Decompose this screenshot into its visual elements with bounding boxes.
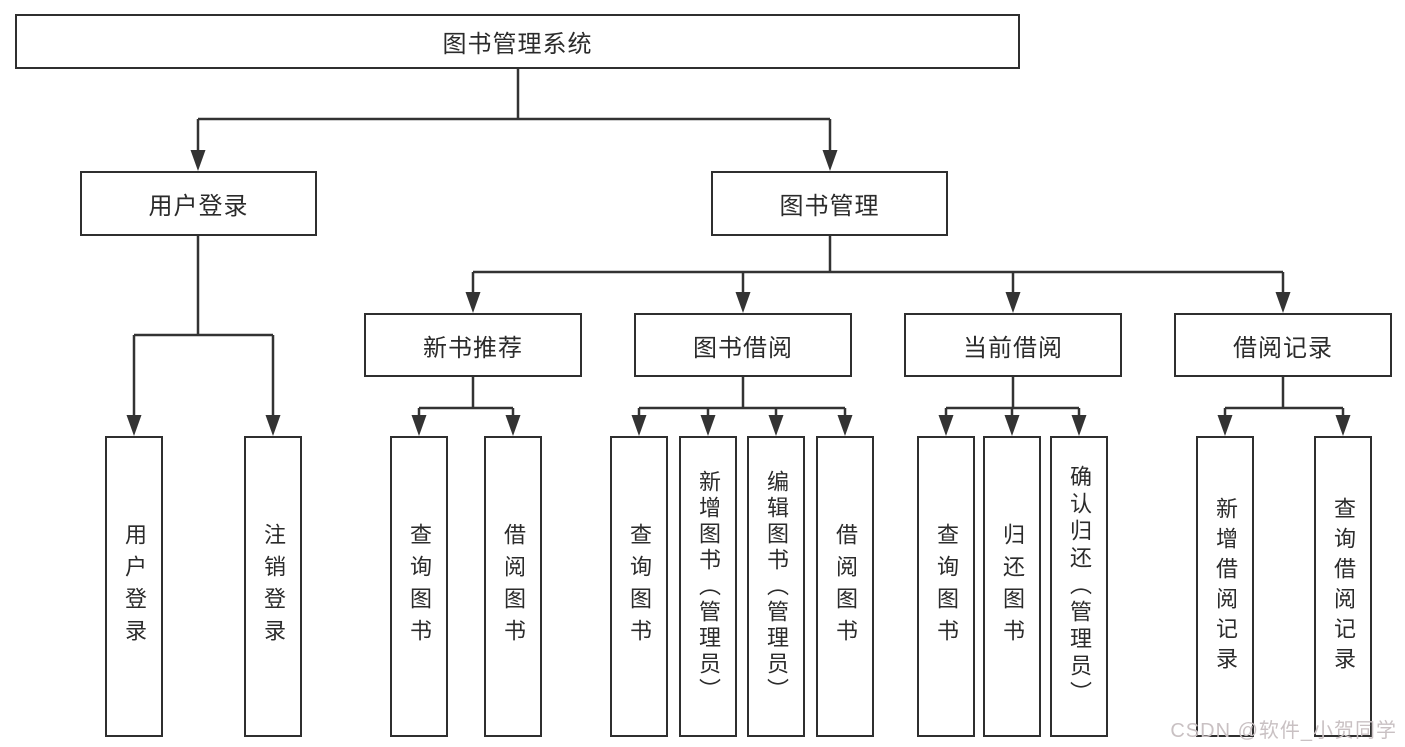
root-node-library-management-system: 图书管理系统 (15, 14, 1020, 69)
leaf-user-login: 用户登录 (105, 436, 163, 737)
node-new-book-recommend-label: 新书推荐 (423, 334, 523, 362)
node-user-login-label: 用户登录 (148, 193, 249, 220)
node-book-borrow: 图书借阅 (634, 313, 852, 377)
arrowheads (126, 150, 1351, 436)
leaf-logout: 注销登录 (244, 436, 302, 737)
leaf-query-book-borrow: 查询图书 (610, 436, 668, 737)
connector-spines (132, 69, 1345, 418)
leaf-query-borrow-record: 查询借阅记录 (1314, 436, 1372, 737)
leaf-add-borrow-record: 新增借阅记录 (1196, 436, 1254, 737)
node-borrow-record-label: 借阅记录 (1233, 334, 1333, 362)
node-borrow-record: 借阅记录 (1174, 313, 1392, 377)
leaf-confirm-return-admin: 确认归还（管理员） (1050, 436, 1108, 737)
leaf-query-book-recommend: 查询图书 (390, 436, 448, 737)
leaf-return-book: 归还图书 (983, 436, 1041, 737)
node-user-login: 用户登录 (80, 171, 317, 236)
csdn-watermark: CSDN @软件_小贺同学 (1170, 720, 1397, 742)
leaf-add-book-admin: 新增图书（管理员） (679, 436, 737, 737)
leaf-borrow-book: 借阅图书 (816, 436, 874, 737)
leaf-query-book-current: 查询图书 (917, 436, 975, 737)
node-book-management-label: 图书管理 (779, 193, 880, 220)
node-current-borrow-label: 当前借阅 (963, 334, 1063, 362)
node-current-borrow: 当前借阅 (904, 313, 1122, 377)
root-node-label: 图书管理系统 (442, 31, 593, 58)
leaf-edit-book-admin: 编辑图书（管理员） (747, 436, 805, 737)
leaf-borrow-book-recommend: 借阅图书 (484, 436, 542, 737)
node-book-management: 图书管理 (711, 171, 948, 236)
node-book-borrow-label: 图书借阅 (693, 334, 793, 362)
node-new-book-recommend: 新书推荐 (364, 313, 582, 377)
